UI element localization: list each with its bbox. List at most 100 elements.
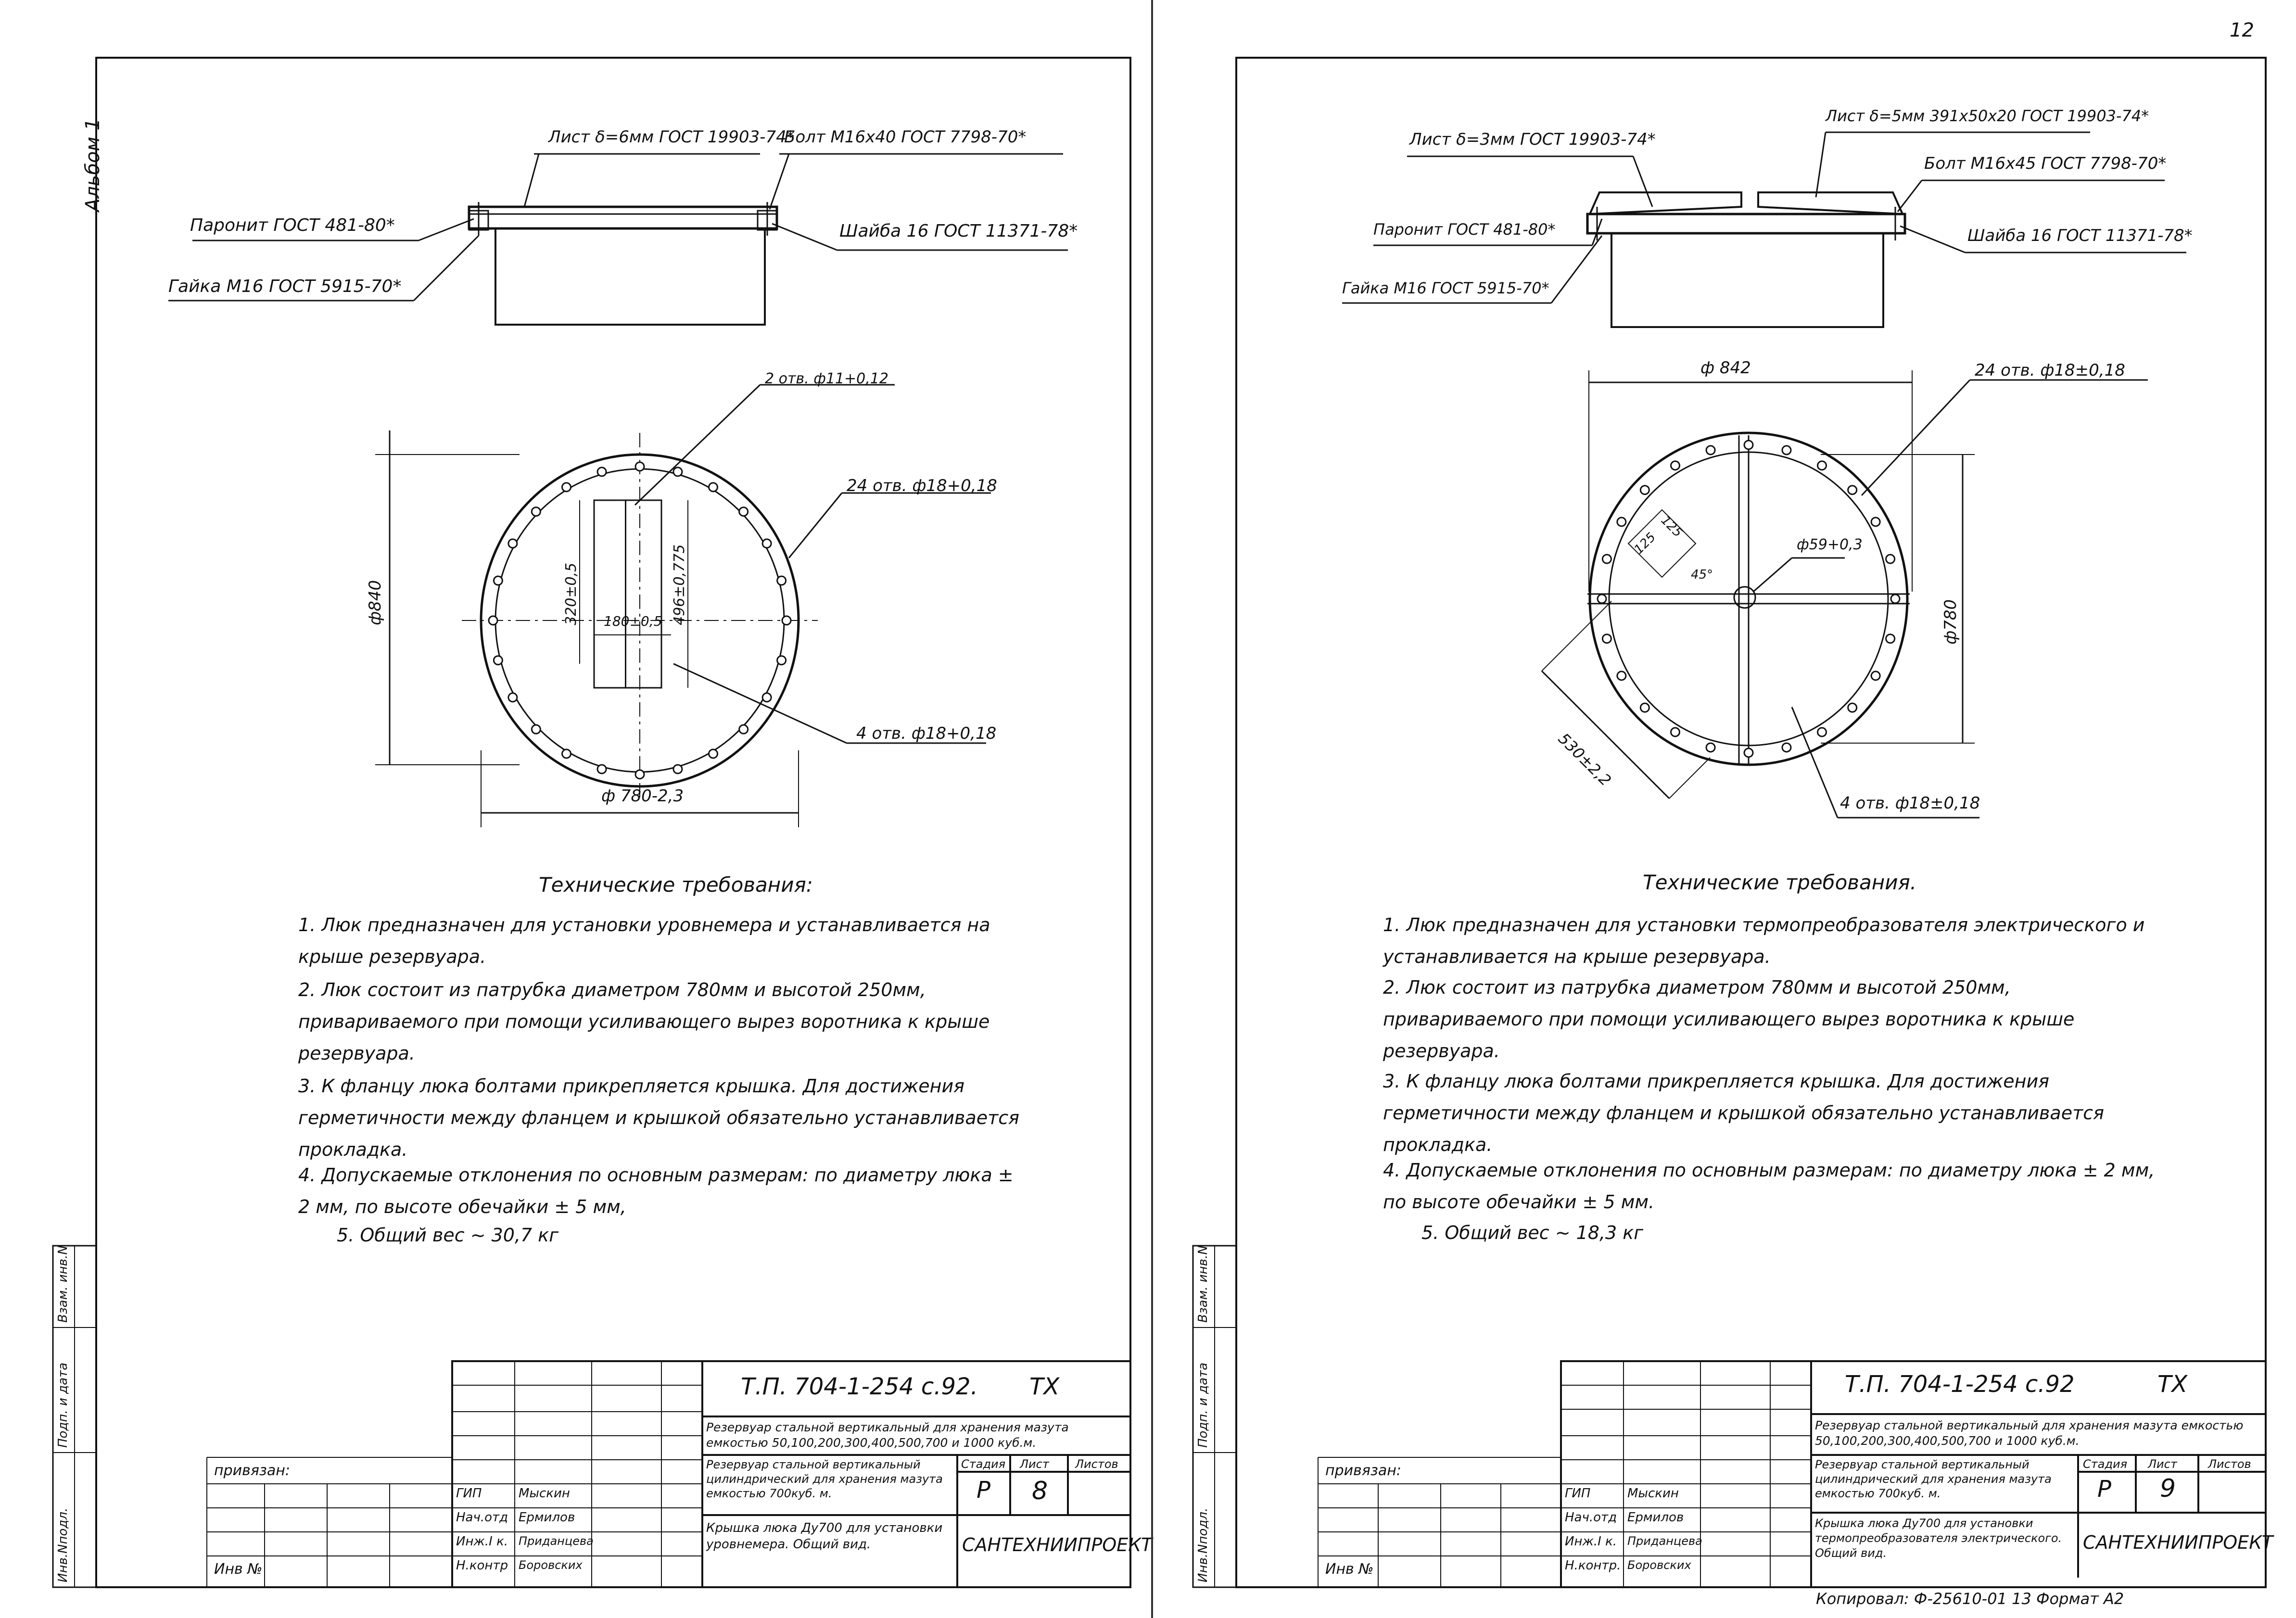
- cover-plate-right: [1757, 191, 1904, 215]
- bolt-hole: [1597, 594, 1607, 604]
- dim-180: 180±0,5: [604, 613, 662, 629]
- bolt-hole: [493, 655, 503, 666]
- sheets-label: Листов: [2208, 1457, 2251, 1471]
- requirement-item: 5. Общий вес ~ 30,7 кг: [337, 1225, 559, 1246]
- bolt-hole: [1781, 742, 1792, 753]
- bolt-hole: [596, 467, 607, 477]
- side-stamp: Инв.Nподл.: [56, 1507, 70, 1582]
- stage-label: Стадия: [961, 1457, 1006, 1471]
- bolt-hole: [761, 538, 772, 549]
- inv-label: Инв №: [1325, 1561, 1374, 1578]
- callout-holes-24: 24 отв. ф18+0,18: [847, 476, 997, 495]
- role-cell: Нач.отд: [1565, 1510, 1617, 1525]
- privyazan-label: привязан:: [214, 1462, 290, 1479]
- bolt-hole: [507, 538, 518, 549]
- corner-page-number: 12: [2230, 19, 2254, 41]
- callout-bolt: Болт М16х45 ГОСТ 7798-70*: [1924, 154, 2167, 173]
- drawing-lines-right: [1192, 57, 2267, 1588]
- bolt-hole: [672, 764, 683, 774]
- bolt-hole: [561, 482, 571, 493]
- bolt-hole: [1705, 445, 1716, 455]
- sheet-label: Лист: [2148, 1457, 2177, 1471]
- bolt-hole: [561, 748, 571, 759]
- nozzle-body: [495, 228, 766, 326]
- bolt-hole: [634, 461, 645, 472]
- bolt-hole: [1743, 440, 1754, 450]
- cover-plate-left: [1588, 191, 1742, 215]
- album-label: Альбом 1: [82, 118, 104, 212]
- dim-vertical: ф780: [1941, 599, 1960, 645]
- bolt-hole: [493, 575, 503, 586]
- role-cell: Н.контр: [456, 1558, 508, 1573]
- dim-center: ф59+0,3: [1797, 536, 1863, 553]
- nozzle-body: [1611, 232, 1884, 328]
- name-cell: Приданцева: [1627, 1534, 1702, 1548]
- role-cell: Н.контр.: [1565, 1558, 1621, 1573]
- bolt-hole: [1639, 485, 1650, 495]
- drawing-sheet-left: Альбом 1 Лист δ=6мм ГОСТ 19903-74* Болт …: [52, 57, 1153, 1588]
- bolt-hole: [708, 748, 718, 759]
- bolt-hole: [1885, 633, 1896, 644]
- name-cell: Ермилов: [519, 1510, 575, 1525]
- bolt-hole: [1817, 727, 1827, 737]
- requirement-item: 3. К фланцу люка болтами прикрепляется к…: [298, 1075, 1019, 1160]
- bolt-hole: [1885, 554, 1896, 564]
- title-object: Резервуар стальной вертикальный цилиндри…: [1815, 1458, 2052, 1500]
- bolt-hole: [1670, 460, 1680, 471]
- title-code: Т.П. 704-1-254 с.92.: [741, 1373, 978, 1400]
- bolt-hole: [738, 506, 749, 517]
- requirement-item: 1. Люк предназначен для установки уровне…: [298, 914, 990, 967]
- copy-note: Копировал: Ф-25610-01 13 Формат А2: [1816, 1590, 2124, 1608]
- callout-nut: Гайка М16 ГОСТ 5915-70*: [1342, 279, 1549, 297]
- requirement-item: 4. Допускаемые отклонения по основным ра…: [1383, 1160, 2155, 1213]
- requirements-title: Технические требования.: [1643, 871, 1917, 894]
- name-cell: Мыскин: [1627, 1486, 1679, 1501]
- role-cell: Инж.I к.: [1565, 1534, 1617, 1549]
- dim-vertical: ф840: [366, 580, 385, 625]
- requirement-item: 5. Общий вес ~ 18,3 кг: [1421, 1222, 1644, 1243]
- bolt-hole: [1705, 742, 1716, 753]
- requirement-item: 2. Люк состоит из патрубка диаметром 780…: [298, 979, 990, 1064]
- side-stamp: Подп. и дата: [56, 1362, 70, 1448]
- title-drawing: Крышка люка Ду700 для установки уровнеме…: [706, 1521, 943, 1552]
- title-org: САНТЕХНИИПРОЕКТ: [2083, 1532, 2273, 1553]
- callout-holes-24: 24 отв. ф18±0,18: [1975, 361, 2125, 380]
- bolt-hole: [738, 724, 749, 734]
- bolt-hole: [1870, 517, 1881, 527]
- dim-496: 496±0,775: [671, 544, 688, 625]
- role-cell: ГИП: [1565, 1486, 1591, 1501]
- callout-washer: Шайба 16 ГОСТ 11371-78*: [839, 221, 1078, 241]
- title-project: Резервуар стальной вертикальный для хран…: [706, 1420, 1069, 1450]
- bolt-hole: [634, 769, 645, 780]
- bolt-hole: [1639, 702, 1650, 713]
- bolt-hole: [1890, 594, 1901, 604]
- title-suffix: ТХ: [1029, 1373, 1060, 1400]
- bolt-hole: [1847, 702, 1858, 713]
- side-stamp: Подп. и дата: [1196, 1362, 1210, 1448]
- role-cell: ГИП: [456, 1486, 482, 1501]
- callout-washer: Шайба 16 ГОСТ 11371-78*: [1967, 226, 2193, 245]
- dim-320: 320±0,5: [563, 562, 580, 625]
- name-cell: Мыскин: [519, 1486, 570, 1501]
- callout-paronit: Паронит ГОСТ 481-80*: [1373, 220, 1556, 239]
- title-object: Резервуар стальной вертикальный цилиндри…: [706, 1458, 943, 1500]
- bolt-hole: [1616, 517, 1627, 527]
- drawing-sheet-right: 12 Лист δ=3мм ГОСТ 19903-74* Лист δ=5мм …: [1152, 0, 2296, 1618]
- bolt-hole: [1817, 460, 1827, 471]
- requirements-title: Технические требования:: [539, 873, 813, 897]
- bolt-hole: [488, 615, 498, 626]
- title-drawing: Крышка люка Ду700 для установки термопре…: [1815, 1517, 2062, 1560]
- bolt-hole: [1743, 747, 1754, 758]
- bolt-hole: [1781, 445, 1792, 455]
- name-cell: Ермилов: [1627, 1510, 1684, 1525]
- bolt-hole: [531, 506, 541, 517]
- title-org: САНТЕХНИИПРОЕКТ: [962, 1534, 1153, 1555]
- side-stamp: Взам. инв.N: [56, 1245, 70, 1323]
- stage-value: Р: [2097, 1476, 2111, 1503]
- callout-sheet-plate: Лист δ=3мм ГОСТ 19903-74*: [1409, 130, 1656, 149]
- bolt-hole: [1847, 485, 1858, 495]
- sheet-divider: [1151, 0, 1153, 1618]
- side-stamp: Взам. инв.N: [1196, 1245, 1210, 1323]
- bolt-hole: [776, 575, 787, 586]
- role-cell: Нач.отд: [456, 1510, 508, 1525]
